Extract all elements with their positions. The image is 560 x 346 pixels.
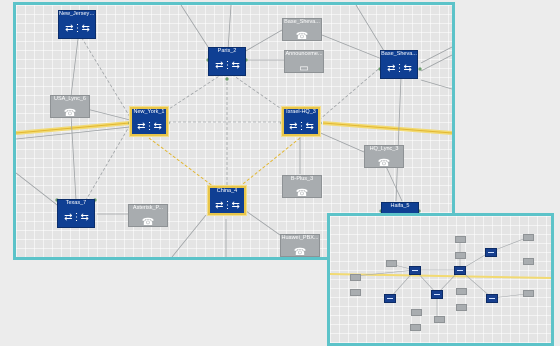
port (225, 77, 229, 81)
minimap-device (523, 258, 534, 265)
solid-link (245, 210, 281, 236)
minimap-device (455, 236, 466, 243)
node-device-asterisk[interactable]: Asterisk_P... ☎ (128, 204, 168, 228)
switch-arrows-icon: ⇄⋮⇆ (137, 121, 162, 132)
switch-arrows-icon: ⇄⋮⇆ (215, 60, 240, 71)
trunk-link (16, 122, 131, 134)
switch-arrows-icon: ⇄⋮⇆ (64, 212, 89, 223)
switch-arrows-icon: ⇄⋮⇆ (65, 23, 90, 34)
trunk-link (322, 122, 452, 134)
minimap-trunk (330, 273, 551, 279)
dashed-link (318, 65, 383, 121)
phone-device-icon: ☎ (377, 158, 391, 169)
minimap-device (523, 234, 534, 241)
minimap-device (350, 289, 361, 296)
minimap-device (434, 316, 445, 323)
minimap-switch (384, 294, 396, 303)
minimap-device (350, 274, 361, 281)
topology-canvas[interactable]: New_Jersey_8 ⇄⋮⇆ Paris_2 ⇄⋮⇆ Base_Sheva.… (13, 2, 455, 260)
port (418, 67, 422, 71)
node-switch-new-york[interactable]: New_York_1 ⇄⋮⇆ (130, 107, 168, 136)
minimap-switch (486, 294, 498, 303)
phone-device-icon: ☎ (141, 217, 155, 228)
minimap-device (456, 288, 467, 295)
node-device-base-sheva[interactable]: Base_Sheva... ☎ (282, 18, 322, 42)
solid-link (420, 46, 452, 64)
node-device-hq-lync[interactable]: HQ_Lync_3 ☎ (364, 145, 404, 169)
node-switch-texas[interactable]: Texas_7 ⇄⋮⇆ (57, 199, 95, 228)
solid-link (16, 172, 62, 209)
dashed-link (76, 29, 131, 118)
minimap-device (523, 290, 534, 297)
solid-link (355, 5, 385, 52)
node-device-announcement[interactable]: Announceme... ▭ (284, 50, 324, 74)
minimap-switch (485, 248, 497, 257)
node-device-huawei-pbx[interactable]: Huawei_PBX... ☎ (280, 234, 320, 258)
solid-link (16, 126, 131, 140)
solid-link (383, 161, 403, 202)
minimap-device (455, 252, 466, 259)
solid-link (243, 29, 283, 53)
node-switch-new-jersey[interactable]: New_Jersey_8 ⇄⋮⇆ (58, 10, 96, 39)
solid-link (315, 130, 365, 153)
node-switch-israel-hq[interactable]: Israel-HQ_3 ⇄⋮⇆ (282, 107, 320, 136)
phone-device-icon: ☎ (293, 247, 307, 258)
solid-link (171, 214, 207, 257)
switch-arrows-icon: ⇄⋮⇆ (289, 121, 314, 132)
overview-minimap[interactable] (327, 213, 554, 346)
solid-link (180, 5, 211, 51)
solid-link (70, 38, 79, 97)
minimap-device (411, 309, 422, 316)
minimap-device (410, 324, 421, 331)
dashed-link (78, 124, 131, 213)
minimap-lines (330, 237, 551, 320)
minimap-device (456, 304, 467, 311)
solid-link (227, 5, 232, 51)
phone-device-icon: ☎ (63, 108, 77, 119)
solid-link (395, 76, 402, 202)
minimap-switch (431, 290, 443, 299)
minimap-switch (454, 266, 466, 275)
node-device-usa-lync[interactable]: USA_Lync_6 ☎ (50, 95, 90, 119)
solid-link (321, 34, 383, 60)
phone-device-icon: ☎ (295, 31, 309, 42)
switch-arrows-icon: ⇄⋮⇆ (215, 200, 240, 211)
node-switch-china[interactable]: China_4 ⇄⋮⇆ (208, 186, 246, 215)
switch-arrows-icon: ⇄⋮⇆ (387, 63, 412, 74)
phone-device-icon: ☎ (295, 188, 309, 199)
media-device-icon: ▭ (299, 63, 309, 74)
node-switch-paris[interactable]: Paris_2 ⇄⋮⇆ (208, 47, 246, 76)
minimap-switch (409, 266, 421, 275)
solid-link (420, 79, 452, 90)
node-device-b-plus[interactable]: B-Plus_3 ☎ (282, 175, 322, 199)
solid-link (70, 114, 77, 201)
node-switch-base-sheva[interactable]: Base_Sheva... ⇄⋮⇆ (380, 50, 418, 79)
minimap-device (386, 260, 397, 267)
solid-link (420, 54, 452, 72)
